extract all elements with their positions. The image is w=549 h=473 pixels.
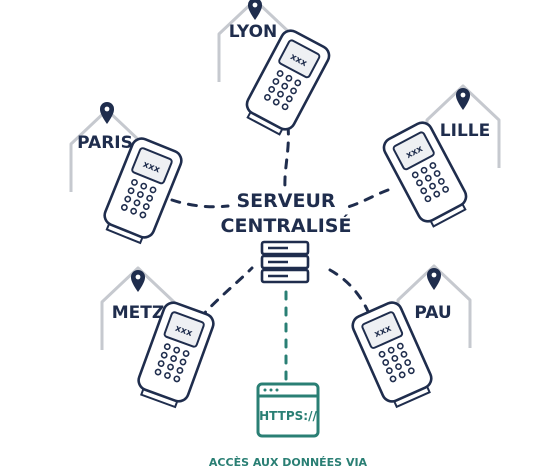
browser-https-text: HTTPS:// [259, 409, 317, 423]
payment-terminal-icon [239, 25, 334, 140]
site-label-pau: PAU [414, 303, 451, 323]
site-label-metz: METZ [112, 303, 164, 323]
link-lyon [283, 124, 290, 190]
site-label-paris: PARIS [77, 133, 133, 153]
web-access-caption: ACCÈS AUX DONNÉES VIA [209, 456, 368, 469]
link-metz [198, 266, 254, 320]
site-pau: PAU xxx [348, 264, 472, 412]
site-lyon: LYON xxx [217, 0, 334, 140]
location-pin-icon [131, 270, 145, 292]
location-pin-icon [427, 268, 441, 290]
site-paris: PARIS xxx [69, 102, 186, 248]
server-rack-icon [260, 240, 310, 284]
site-label-lille: LILLE [440, 121, 490, 141]
link-lille [342, 188, 390, 210]
server-label-line1: SERVEUR [236, 190, 335, 212]
location-pin-icon [248, 0, 262, 20]
link-paris [170, 198, 230, 209]
web-access: HTTPS:// ACCÈS AUX DONNÉES VIA [209, 382, 368, 469]
server-label-line2: CENTRALISÉ [221, 214, 352, 237]
site-label-lyon: LYON [229, 22, 278, 42]
site-metz: METZ xxx [100, 266, 218, 412]
location-pin-icon [100, 102, 114, 124]
site-lille: LILLE xxx [379, 84, 501, 232]
link-pau [328, 268, 372, 318]
location-pin-icon [456, 88, 470, 110]
browser-window-icon [256, 382, 320, 438]
central-server: SERVEUR CENTRALISÉ [221, 190, 352, 284]
